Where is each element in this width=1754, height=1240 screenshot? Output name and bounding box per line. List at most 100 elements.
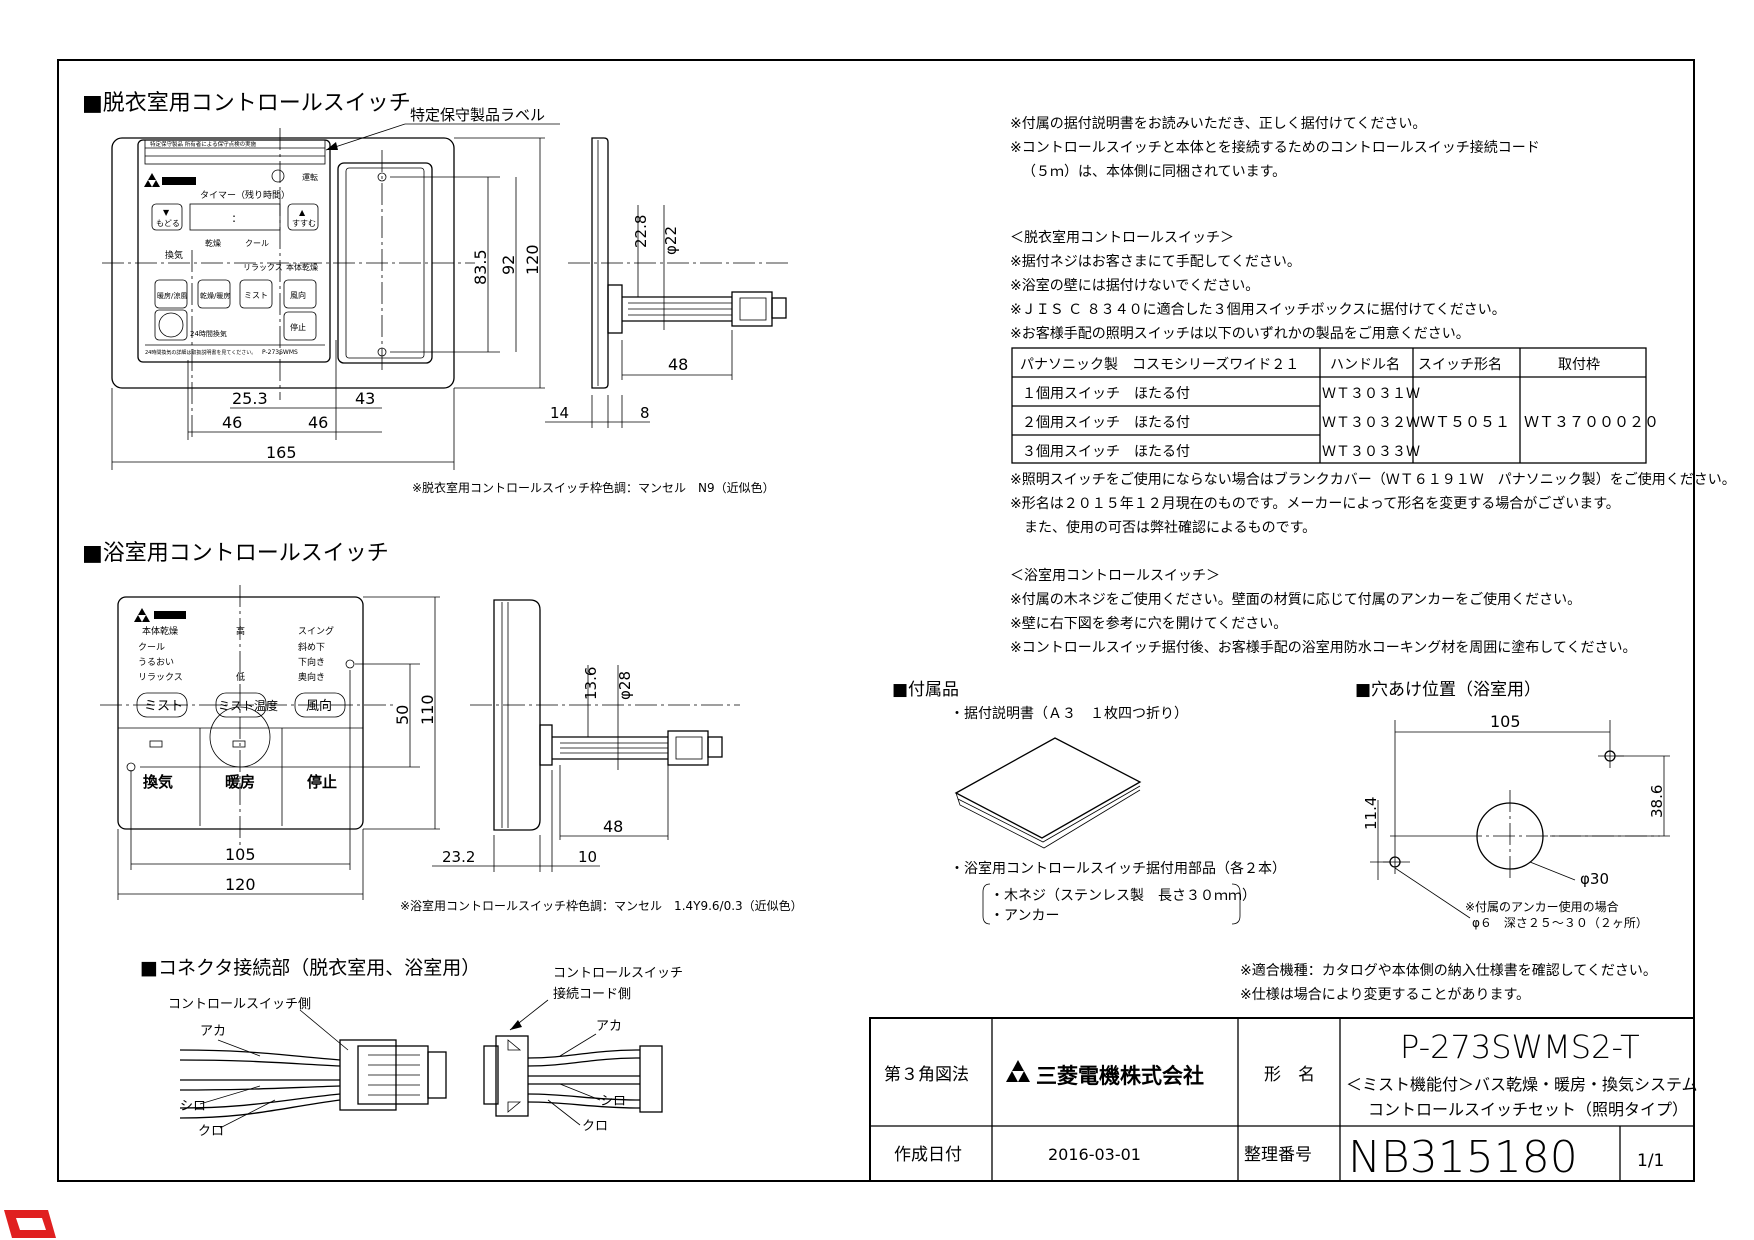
connector-section-title: ■コネクタ接続部（脱衣室用、浴室用） xyxy=(140,957,480,979)
note-intro-2: ※コントロールスイッチと本体とを接続するためのコントロールスイッチ接続コード xyxy=(1010,139,1540,156)
bath-heat-label[interactable]: 暖房 xyxy=(225,773,255,791)
cool-label: クール xyxy=(245,239,269,248)
projection-label: 第３角図法 xyxy=(884,1065,969,1085)
bath-back: 奥向き xyxy=(298,671,325,683)
relax-label: リラックス xyxy=(243,263,283,272)
dim-25-3: 25.3 xyxy=(232,389,268,408)
table-header-maker: パナソニック製 コスモシリーズワイド２１ xyxy=(1020,357,1299,373)
dim-92: 92 xyxy=(499,255,518,275)
accessory-parts: ・浴室用コントロールスイッチ据付用部品（各２本） xyxy=(950,860,1286,877)
svg-text:▲: ▲ xyxy=(299,208,306,217)
bathroom-section-title: ■浴室用コントロールスイッチ xyxy=(82,541,389,566)
accessories-title: ■付属品 xyxy=(892,680,959,700)
bath-moist: うるおい xyxy=(138,657,174,668)
hole-dim-38-6: 38.6 xyxy=(1648,785,1666,818)
light-button-frame xyxy=(154,309,188,341)
note-intro-3: （５ｍ）は、本体側に同梱されています。 xyxy=(1022,164,1286,180)
note-bath-2: ※壁に右下図を参考に穴を開けてください。 xyxy=(1010,615,1287,632)
notes-after-table: ※照明スイッチをご使用にならない場合はブランクカバー（ＷＴ６１９１Ｗ パナソニッ… xyxy=(1010,471,1736,656)
bath-stop-label[interactable]: 停止 xyxy=(307,773,337,791)
timer-label: タイマー（残り時間） xyxy=(200,189,290,201)
name-label: 形 名 xyxy=(1264,1065,1315,1085)
stop-button[interactable] xyxy=(283,311,317,341)
bathroom-side-boss xyxy=(539,724,553,766)
bath-direction-label: 風向 xyxy=(306,698,332,714)
stop-label: 停止 xyxy=(290,322,306,332)
model-desc-1: ＜ミスト機能付＞バス乾燥・暖房・換気システム xyxy=(1346,1075,1698,1094)
bath-ventilate-label[interactable]: 換気 xyxy=(143,773,173,791)
light-button[interactable] xyxy=(158,312,184,338)
red-label-2: アカ xyxy=(596,1019,622,1034)
bath-cool: クール xyxy=(138,642,165,653)
bath-dim-23-2: 23.2 xyxy=(442,848,475,866)
note-dressing-4: ※お客様手配の照明スイッチは以下のいずれかの製品をご用意ください。 xyxy=(1010,325,1470,342)
footer-note-1: ※適合機種：カタログや本体側の納入仕様書を確認してください。 xyxy=(1240,962,1657,979)
dry-heat-label: 乾燥/暖房 xyxy=(200,291,230,300)
bath-high: 高 xyxy=(236,625,245,637)
bath-dim-48: 48 xyxy=(603,817,623,836)
bath-dim-13-6: 13.6 xyxy=(582,667,600,700)
direction-label: 風向 xyxy=(290,290,306,300)
dressing-color-note: ※脱衣室用コントロールスイッチ枠色調：マンセル N9（近似色） xyxy=(412,480,775,495)
bath-main-dry: 本体乾燥 xyxy=(142,625,178,637)
hole-note-1: ※付属のアンカー使用の場合 xyxy=(1465,899,1619,914)
red-label-1: アカ xyxy=(200,1024,226,1039)
table-row-2-handle: ＷＴ３０３２Ｗ xyxy=(1322,415,1420,431)
dim-46a: 46 xyxy=(222,413,242,432)
main-dry-label: 本体乾燥 xyxy=(286,262,318,272)
forward-button[interactable] xyxy=(287,203,319,231)
timer-display xyxy=(189,203,281,231)
direction-button[interactable] xyxy=(283,279,317,309)
dry-label: 乾燥 xyxy=(205,238,221,248)
screw-top-icon xyxy=(377,172,387,182)
table-header-frame: 取付枠 xyxy=(1558,357,1600,373)
right-connector-icon xyxy=(495,1035,529,1117)
company-logo-icon xyxy=(1006,1060,1030,1082)
svg-text::: : xyxy=(232,211,236,225)
cs-side-label: コントロールスイッチ側 xyxy=(168,997,311,1012)
panel-bottom-note: 24時間換気の詳細は取扱説明書を見てください。 xyxy=(145,349,256,356)
table-row-1-name: １個用スイッチ ほたる付 xyxy=(1022,386,1190,402)
dim-83-5: 83.5 xyxy=(471,249,490,285)
bath-dim-10: 10 xyxy=(578,848,597,866)
white-label-2: シロ xyxy=(600,1094,626,1109)
note-after-2: ※形名は２０１５年１２月現在のものです。メーカーによって形名を変更する場合がござ… xyxy=(1010,495,1620,512)
dim-phi22: φ22 xyxy=(662,226,680,255)
dim-120: 120 xyxy=(523,244,542,275)
corner-mark-icon xyxy=(4,1210,56,1238)
date-label: 作成日付 xyxy=(894,1145,962,1165)
table-row-3-handle: ＷＴ３０３３Ｗ xyxy=(1322,444,1420,460)
dressing-logo-icon xyxy=(144,173,196,187)
table-header-handle: ハンドル名 xyxy=(1330,357,1400,373)
date-value: 2016-03-01 xyxy=(1048,1145,1141,1164)
black-label-2: クロ xyxy=(582,1119,608,1134)
bath-dim-110: 110 xyxy=(418,694,437,725)
left-wires xyxy=(179,1049,341,1119)
mist-button[interactable] xyxy=(239,279,273,309)
led-icon xyxy=(271,169,285,183)
footer-note-2: ※仕様は場合により変更することがあります。 xyxy=(1240,986,1530,1003)
dim-43: 43 xyxy=(355,389,375,408)
page-number: 1/1 xyxy=(1637,1151,1664,1171)
back-button[interactable] xyxy=(151,203,183,231)
bath-dim-phi28: φ28 xyxy=(616,671,634,700)
bath-screw-left-icon xyxy=(126,762,136,772)
note-after-3: また、使用の可否は弊社確認によるものです。 xyxy=(1010,519,1316,536)
hole-dim-105: 105 xyxy=(1490,712,1521,731)
table-row-1-handle: ＷＴ３０３１Ｗ xyxy=(1322,386,1420,402)
right-wires xyxy=(527,1049,641,1109)
bath-screw-right-icon xyxy=(345,659,355,669)
dry-heat-button[interactable] xyxy=(197,279,231,309)
forward-label: すすむ xyxy=(292,219,316,228)
number-label: 整理番号 xyxy=(1244,1145,1312,1165)
notes-block: ※付属の据付説明書をお読みいただき、正しく据付けてください。 ※コントロールスイ… xyxy=(1010,115,1540,342)
bath-diag-down: 斜め下 xyxy=(298,641,325,653)
bath-relax: リラックス xyxy=(138,672,183,683)
note-dressing-3: ※ＪＩＳ Ｃ ８３４０に適合した３個用スイッチボックスに据付けてください。 xyxy=(1010,301,1506,318)
note-dressing-1: ※据付ネジはお客さまにて手配してください。 xyxy=(1010,253,1301,270)
bath-mist-temp-label: ミスト温度 xyxy=(218,698,278,713)
accessory-manual: ・据付説明書（Ａ３ １枚四つ折り） xyxy=(950,706,1188,722)
title-block: 第３角図法 三菱電機株式会社 形 名 P-273SWMS2-T ＜ミスト機能付＞… xyxy=(869,1017,1698,1183)
warm-cool-button[interactable] xyxy=(154,279,188,309)
